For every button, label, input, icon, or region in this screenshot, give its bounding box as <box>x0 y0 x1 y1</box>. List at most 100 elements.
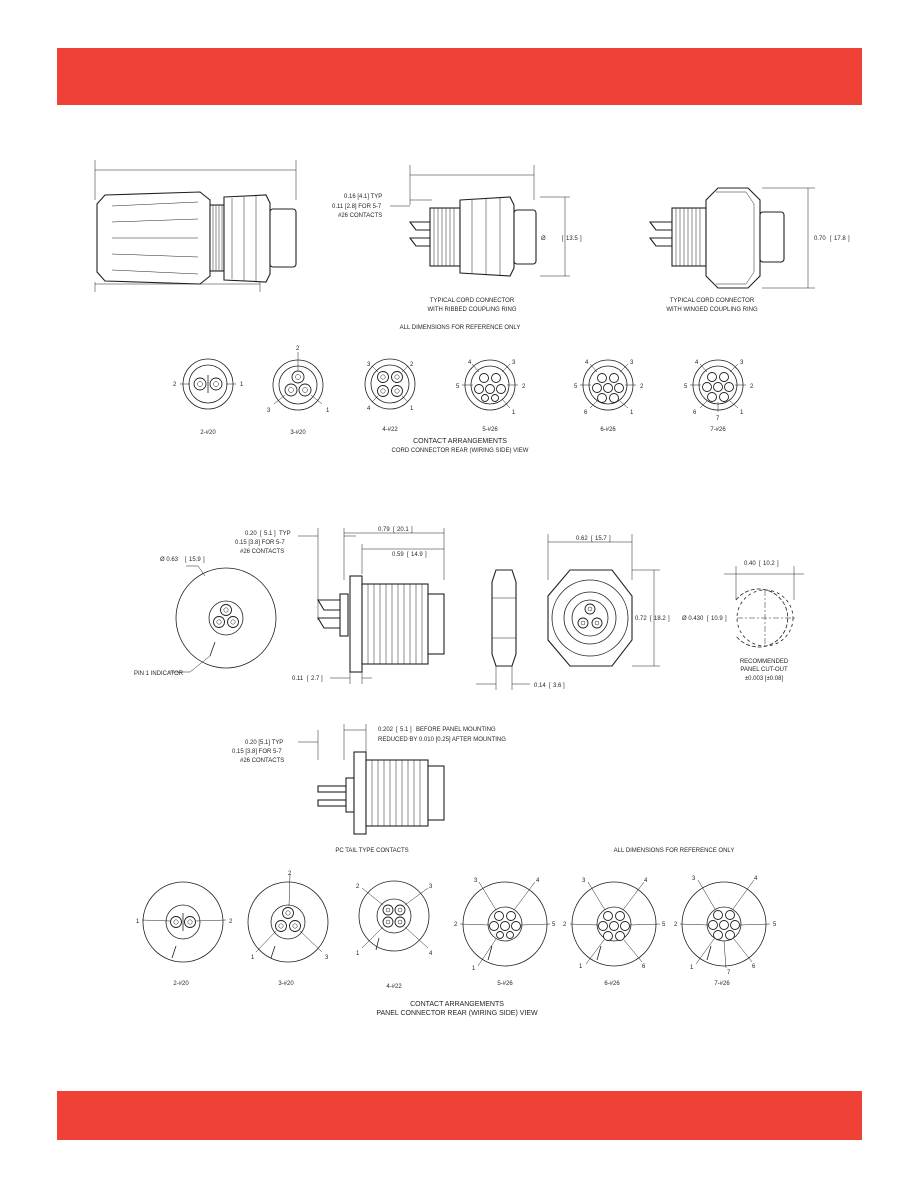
pc-dim-020: 0.20 [5.1] TYP <box>245 740 283 746</box>
cutout-dim-040: 0.40 <box>744 561 756 567</box>
cord-5-pin-4: 4 <box>468 360 472 366</box>
nut-dim-062: 0.62 <box>576 536 588 542</box>
pc-tail-connector <box>298 724 445 835</box>
panel-4-pin-1: 1 <box>356 951 360 957</box>
cutout-dim-040-open: [ <box>759 561 761 567</box>
cord-7-pin-3: 3 <box>740 360 744 366</box>
panel-7-pin-4: 4 <box>754 876 758 882</box>
cord-7-pin-7: 7 <box>716 416 720 422</box>
panel-4-pin-3: 3 <box>429 884 433 890</box>
panel-6-pin-5: 5 <box>662 922 666 928</box>
panel-arr-caption-1: CONTACT ARRANGEMENTS <box>410 1001 504 1008</box>
header-band <box>57 48 862 105</box>
panel-5-pin-5: 5 <box>552 922 556 928</box>
winged-caption-2: WITH WINGED COUPLING RING <box>666 307 758 313</box>
cord-arr-caption-2: CORD CONNECTOR REAR (WIRING SIDE) VIEW <box>392 448 529 454</box>
cord-arr-label-4: 4-#22 <box>382 427 398 433</box>
nut-dim-157: 15.7 <box>595 536 607 542</box>
panel-dim-27: 2.7 <box>311 676 320 682</box>
cutout-dim-0430-close: ] <box>725 616 727 622</box>
panel-dim-149: 14.9 <box>411 552 423 558</box>
cord-5-pin-2: 2 <box>522 384 526 390</box>
panel-arr-label-5: 5-#26 <box>497 981 513 987</box>
cutout-dim-040-close: ] <box>777 561 779 567</box>
cord-5-pin-3: 3 <box>512 360 516 366</box>
footer-band <box>57 1091 862 1140</box>
cord-5-pin-5: 5 <box>456 384 460 390</box>
panel-arr-label-7: 7-#26 <box>714 981 730 987</box>
cord-3-pin-2: 2 <box>296 346 300 352</box>
cord-arr-caption-1: CONTACT ARRANGEMENTS <box>413 438 507 445</box>
ribbed-caption-1: TYPICAL CORD CONNECTOR <box>430 298 515 304</box>
ribbed-dim-016: 0.16 [4.1] TYP <box>344 194 382 200</box>
nut-dim-062-close: ] <box>609 536 611 542</box>
panel-arr-label-4: 4-#22 <box>386 984 402 990</box>
panel-5-pin-3: 3 <box>474 878 478 884</box>
pc-dim-0202-open: [ <box>396 727 398 733</box>
panel-arr-label-2: 2-#20 <box>173 981 189 987</box>
panel-6-pin-2: 2 <box>563 922 567 928</box>
ribbed-dim-26: #26 CONTACTS <box>338 213 382 219</box>
cord-2-pin-1: 1 <box>240 382 244 388</box>
panel-7-pin-2: 2 <box>674 922 678 928</box>
panel-dim-059-open: [ <box>407 552 409 558</box>
cord-2-pin-2: 2 <box>173 382 177 388</box>
panel-dim-011: 0.11 <box>292 676 304 682</box>
pc-tail-caption: PC TAIL TYPE CONTACTS <box>335 848 408 854</box>
panel-4-pin-2: 2 <box>356 884 360 890</box>
panel-2-pin-2: 2 <box>229 919 233 925</box>
winged-dim-bracket-open: [ <box>830 236 832 242</box>
cord-arr-label-2: 2-#20 <box>200 430 216 436</box>
nut-dim-072-open: [ <box>650 616 652 622</box>
panel-3-pin-3: 3 <box>325 955 329 961</box>
cord-7-pin-4: 4 <box>695 360 699 366</box>
cord-6-pin-2: 2 <box>640 384 644 390</box>
panel-6-pin-4: 4 <box>644 878 648 884</box>
nut-dim-014-close: ] <box>563 683 565 689</box>
cord-reference-note: ALL DIMENSIONS FOR REFERENCE ONLY <box>400 325 521 331</box>
panel-6-pin-3: 3 <box>582 878 586 884</box>
nut-dim-072-close: ] <box>668 616 670 622</box>
panel-dim-201: 20.1 <box>397 527 409 533</box>
cord-arr-label-3: 3-#20 <box>290 430 306 436</box>
cord-7-pin-2: 2 <box>750 384 754 390</box>
panel-dim-020-open: [ <box>260 531 262 537</box>
pc-dim-51: 5.1 <box>400 727 409 733</box>
cord-arr-label-6: 6-#26 <box>600 427 616 433</box>
panel-7-pin-1: 1 <box>690 965 694 971</box>
cord-7-pin-5: 5 <box>684 384 688 390</box>
cutout-caption-3: ±0.003 [±0.08] <box>745 676 784 682</box>
winged-dim-178: 17.8 <box>834 236 846 242</box>
winged-dim-bracket-close: ] <box>848 236 850 242</box>
pc-before-mounting: BEFORE PANEL MOUNTING <box>416 727 496 733</box>
ribbed-caption-2: WITH RIBBED COUPLING RING <box>427 307 516 313</box>
cord-6-pin-5: 5 <box>574 384 578 390</box>
panel-arrangements <box>141 873 771 969</box>
panel-dim-020: 0.20 <box>245 531 257 537</box>
cord-connector-side-view <box>94 160 297 292</box>
panel-dim-typ: TYP <box>279 531 291 537</box>
nut-dim-014: 0.14 <box>534 683 546 689</box>
cord-4-pin-4: 4 <box>367 406 371 412</box>
nut-dim-182: 18.2 <box>654 616 666 622</box>
panel-dim-079: 0.79 <box>378 527 390 533</box>
panel-arr-label-3: 3-#20 <box>278 981 294 987</box>
panel-dim-015: 0.15 [3.8] FOR 5-7 <box>235 540 285 546</box>
panel-dim-51: 5.1 <box>264 531 273 537</box>
panel-7-pin-7: 7 <box>727 970 731 976</box>
winged-cord-connector <box>648 187 815 289</box>
cord-arrangements <box>180 352 746 412</box>
panel-dim-059: 0.59 <box>392 552 404 558</box>
ribbed-dim-011: 0.11 [2.8] FOR 5-7 <box>332 204 382 210</box>
cord-7-pin-1: 1 <box>740 410 744 416</box>
nut-dim-062-open: [ <box>591 536 593 542</box>
panel-side-view <box>298 528 445 684</box>
cutout-dim-0430: Ø 0.430 <box>682 616 704 622</box>
pin1-indicator-label: PIN 1 INDICATOR <box>134 671 184 677</box>
panel-7-pin-6: 6 <box>752 964 756 970</box>
pc-dim-015: 0.15 [3.8] FOR 5-7 <box>232 749 282 755</box>
ribbed-dia-value: 13.5 <box>566 236 578 242</box>
ribbed-dia-symbol: Ø <box>541 236 546 242</box>
cord-6-pin-1: 1 <box>630 410 634 416</box>
nut-dim-014-open: [ <box>549 683 551 689</box>
